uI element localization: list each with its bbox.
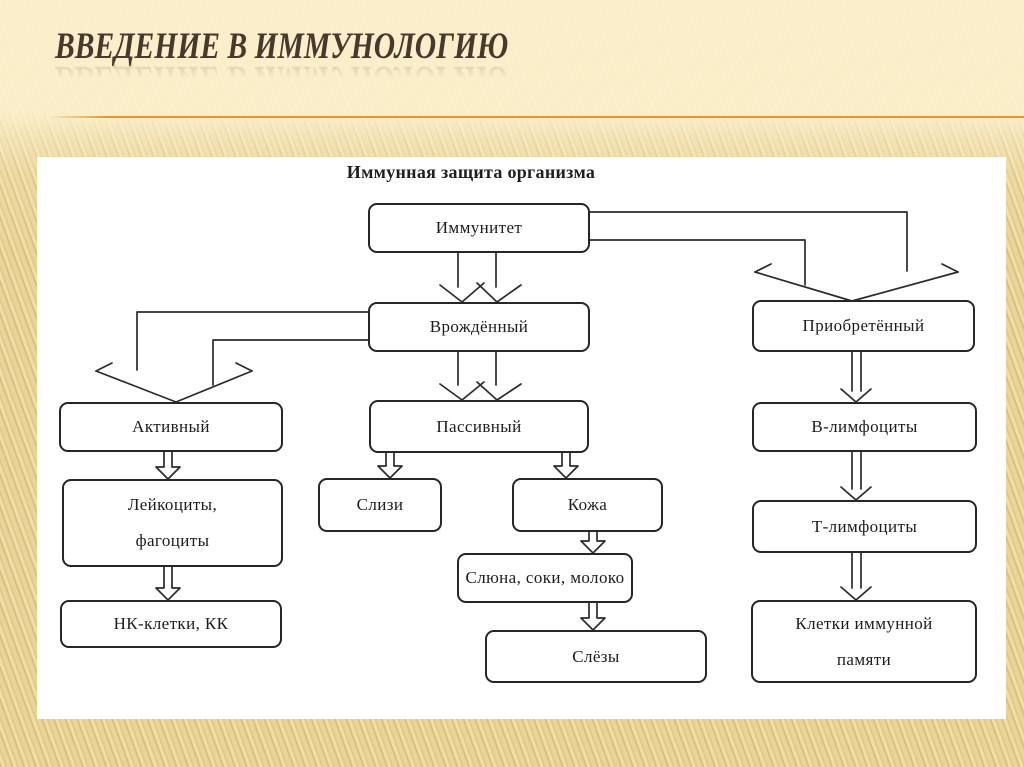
hollow-arrow — [553, 452, 579, 479]
hollow-arrow — [377, 452, 403, 479]
arrow-open-head — [754, 271, 959, 302]
node-nk-cells: НК-клетки, КК — [60, 600, 282, 648]
arrow-blymphocytes-tlymphocytes — [840, 451, 872, 501]
slide-title: ВВЕДЕНИЕ В ИММУНОЛОГИЮ — [55, 26, 509, 67]
arrow-open-head — [840, 388, 872, 403]
diagram-title: Иммунная защита организма — [346, 162, 596, 182]
slide-title-reflection: ВВЕДЕНИЕ В ИММУНОЛОГИЮ — [55, 57, 509, 99]
node-tears: Слёзы — [485, 630, 707, 683]
arrow-open-head — [840, 586, 872, 601]
arrow-open-head — [439, 282, 485, 303]
node-leukocytes-phagocytes: Лейкоциты, фагоциты — [62, 479, 283, 567]
arrow-acquired-blymphocytes — [840, 351, 872, 403]
hollow-arrow — [580, 602, 606, 631]
node-acquired: Приобретённый — [752, 300, 975, 352]
hollow-arrow — [155, 566, 181, 601]
arrow-open-head — [840, 486, 872, 501]
arrow-open-head — [476, 282, 522, 303]
arrow-barb — [941, 263, 959, 273]
arrow-outline — [589, 239, 806, 286]
arrow-innate-passive — [439, 351, 522, 401]
flowchart-panel: Иммунная защита организма — [37, 157, 1006, 719]
node-passive: Пассивный — [369, 400, 589, 453]
arrow-outline — [212, 339, 369, 386]
node-saliva-juices-milk: Слюна, соки, молоко — [457, 553, 633, 603]
arrow-outline — [589, 211, 908, 272]
arrow-open-head — [95, 370, 253, 403]
node-immunity: Иммунитет — [368, 203, 590, 253]
node-mucus: Слизи — [318, 478, 442, 532]
arrow-innate-active — [95, 311, 369, 403]
arrow-outline — [136, 311, 369, 371]
arrow-passive-skin — [553, 452, 579, 479]
orange-divider-line — [48, 116, 1024, 118]
arrow-skin-saliva — [580, 531, 606, 554]
arrow-tlymphocytes-memorycells — [840, 552, 872, 601]
arrow-passive-mucus — [377, 452, 403, 479]
node-line: Лейкоциты, — [127, 495, 218, 514]
node-skin: Кожа — [512, 478, 663, 532]
node-t-lymphocytes: Т-лимфоциты — [752, 500, 977, 553]
node-innate: Врождённый — [368, 302, 590, 352]
arrow-barb — [235, 362, 253, 372]
arrow-immunity-innate — [439, 252, 522, 303]
arrow-barb — [754, 263, 772, 273]
arrow-barb — [95, 362, 113, 372]
hollow-arrow — [580, 531, 606, 554]
arrow-saliva-tears — [580, 602, 606, 631]
hollow-arrow — [155, 451, 181, 480]
node-b-lymphocytes: В-лимфоциты — [752, 402, 977, 452]
node-active: Активный — [59, 402, 283, 452]
arrow-open-head — [439, 381, 485, 401]
node-line: памяти — [836, 649, 892, 669]
node-line: фагоциты — [135, 531, 210, 550]
arrow-open-head — [476, 381, 522, 401]
slide-title-block: ВВЕДЕНИЕ В ИММУНОЛОГИЮ ВВЕДЕНИЕ В ИММУНО… — [55, 26, 509, 99]
arrow-leukocytes-nkcells — [155, 566, 181, 601]
arrow-active-leukocytes — [155, 451, 181, 480]
node-immune-memory-cells: Клетки иммунной памяти — [751, 600, 977, 683]
node-line: Клетки иммунной — [795, 613, 933, 633]
arrow-immunity-acquired — [589, 211, 959, 302]
